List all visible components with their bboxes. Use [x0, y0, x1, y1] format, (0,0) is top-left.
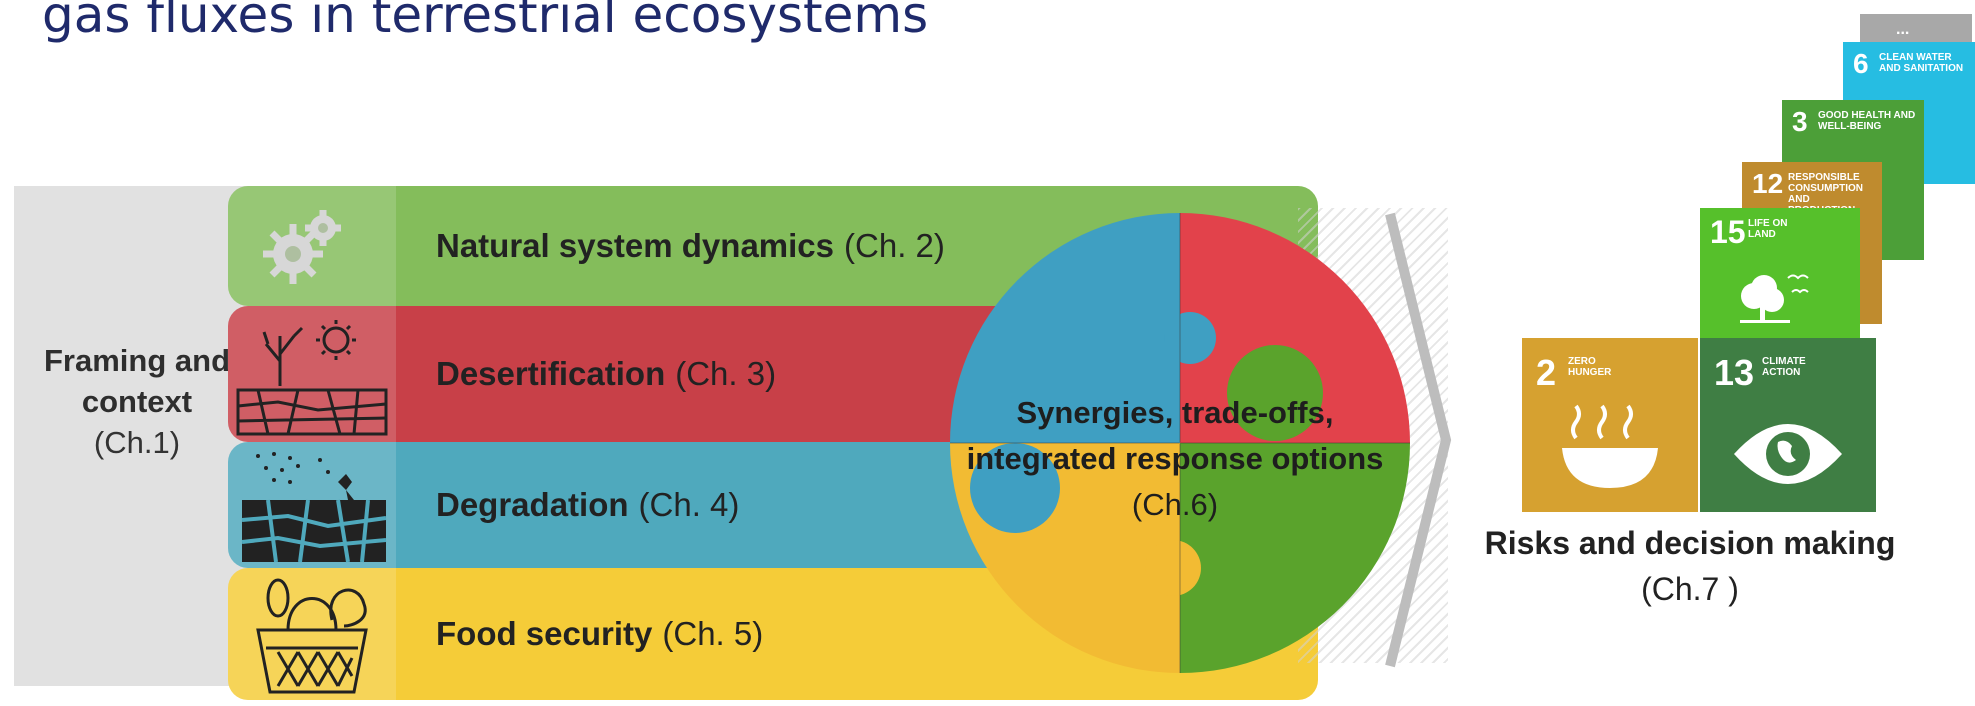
sdg-2-tile: 2 ZERO HUNGER: [1522, 338, 1698, 512]
puzzle-label: Synergies, trade-offs, integrated respon…: [945, 390, 1405, 528]
band-title: Desertification: [436, 355, 666, 392]
puzzle-ref: (Ch.6): [1131, 487, 1219, 522]
dry-tree-sun-icon: [236, 320, 388, 436]
puzzle-knob-green: [1227, 345, 1323, 441]
framing-label: Framing and context (Ch.1): [22, 340, 252, 463]
risks-title: Risks and decision making: [1484, 525, 1896, 561]
band-icon-cell: [228, 186, 396, 306]
chevron-right-icon: [1385, 212, 1452, 668]
band-label: Natural system dynamics (Ch. 2): [436, 186, 945, 306]
risks-label: Risks and decision making (Ch.7 ): [1440, 520, 1940, 612]
sdg-label: CLIMATE ACTION: [1762, 356, 1806, 378]
framing-panel: [14, 186, 259, 686]
eye-globe-icon: [1734, 424, 1842, 484]
band-icon-cell: [228, 442, 396, 568]
sdg-label: LIFE ON LAND: [1748, 218, 1788, 240]
puzzle-knob-blue-top: [1164, 312, 1216, 364]
sdg-label: ZERO HUNGER: [1568, 356, 1612, 378]
puzzle-knob-blue: [970, 443, 1060, 533]
cracked-soil-icon: [241, 452, 387, 563]
puzzle-circle: [950, 213, 1410, 673]
sdg-number: 12: [1752, 168, 1784, 199]
puzzle-knob-yellow: [1145, 540, 1201, 596]
band-title: Degradation: [436, 486, 629, 523]
sdg-label: GOOD HEALTH AND WELL-BEING: [1818, 110, 1916, 132]
band-icon-cell: [228, 568, 396, 700]
band-title: Food security: [436, 615, 653, 652]
bowl-icon: [1562, 404, 1658, 488]
framing-ref: (Ch.1): [93, 425, 181, 460]
band-icon-cell: [228, 306, 396, 442]
sdg-15-tile: 15 LIFE ON LAND: [1700, 208, 1860, 340]
sdg-more-label: ...: [1896, 21, 1910, 38]
sdg-number: 2: [1536, 352, 1557, 393]
sdg-number: 15: [1710, 214, 1746, 250]
band-food-security: Food security (Ch. 5): [228, 568, 1318, 700]
gears-icon: [263, 210, 341, 284]
sdg-number: 6: [1853, 48, 1869, 79]
sdg-13-tile: 13 CLIMATE ACTION: [1700, 338, 1876, 512]
page-title: gas fluxes in terrestrial ecosystems: [42, 0, 929, 44]
framing-title: Framing and context: [43, 343, 230, 419]
band-ref: (Ch. 4): [638, 486, 740, 523]
sdg-number: 13: [1714, 352, 1755, 393]
band-label: Desertification (Ch. 3): [436, 306, 776, 442]
band-ref: (Ch. 5): [662, 615, 764, 652]
food-basket-icon: [256, 578, 368, 694]
band-label: Food security (Ch. 5): [436, 568, 763, 700]
band-ref: (Ch. 3): [675, 355, 777, 392]
band-title: Natural system dynamics: [436, 227, 835, 264]
puzzle-title: Synergies, trade-offs, integrated respon…: [966, 395, 1384, 476]
band-label: Degradation (Ch. 4): [436, 442, 739, 568]
band-ref: (Ch. 2): [844, 227, 945, 264]
tree-birds-icon: [1740, 274, 1809, 323]
risks-ref: (Ch.7 ): [1641, 571, 1739, 607]
sdg-number: 3: [1792, 106, 1808, 137]
sdg-label: CLEAN WATER AND SANITATION: [1879, 52, 1964, 74]
